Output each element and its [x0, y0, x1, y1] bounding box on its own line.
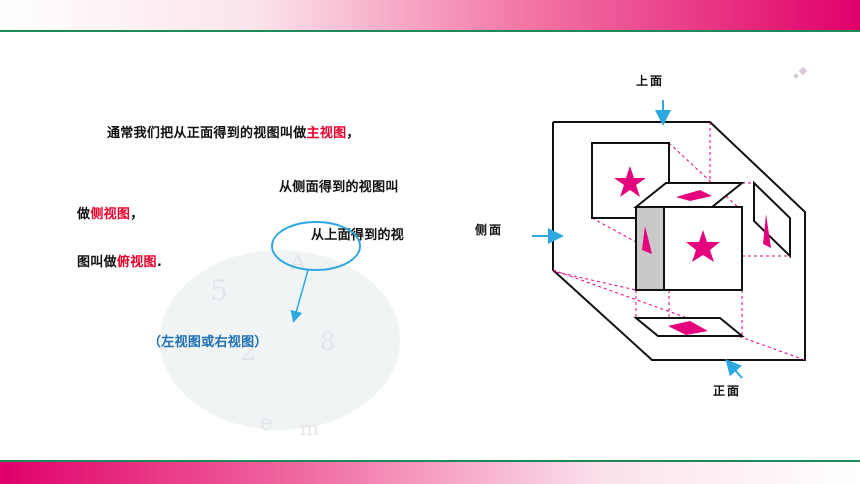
text-line-4: 从上面得到的视 — [311, 228, 405, 243]
text-line-5-post: . — [156, 255, 163, 270]
label-top-face: 上面 — [636, 74, 665, 88]
side-projection-star — [614, 166, 646, 197]
text-line-1: 通常我们把从正面得到的视图叫做主视图， — [107, 122, 360, 141]
sparkle-decoration — [793, 66, 808, 79]
label-front-face: 正面 — [713, 384, 742, 398]
note-left-right-view: （左视图或右视图） — [148, 335, 268, 350]
arrow-from-front — [725, 358, 743, 379]
text-line-3-post: ， — [130, 207, 144, 222]
cube-top-mark — [676, 190, 712, 201]
cube-front-star — [686, 230, 720, 262]
right-projection-mark — [763, 214, 771, 248]
term-top-view: 俯视图 — [116, 255, 157, 270]
text-line-1-pre: 通常我们把从正面得到的视图叫做 — [107, 126, 307, 141]
cube-left-mark — [642, 226, 652, 254]
bottom-projection-mark — [668, 321, 708, 335]
label-side-face: 侧面 — [475, 223, 504, 237]
cube — [633, 182, 745, 291]
text-line-5-pre: 图叫做 — [77, 255, 117, 270]
text-line-1-post: ， — [346, 126, 360, 141]
term-main-view: 主视图 — [306, 126, 347, 141]
callout-ellipse — [271, 221, 361, 271]
text-line-5: 图叫做俯视图. — [77, 251, 162, 270]
text-line-3-pre: 做 — [77, 207, 91, 222]
header-bar — [0, 0, 860, 30]
text-line-2: 从侧面得到的视图叫 — [279, 180, 399, 195]
right-projection — [753, 180, 791, 259]
footer-divider — [0, 460, 860, 462]
header-divider — [0, 30, 860, 32]
text-line-3: 做侧视图， — [77, 203, 144, 222]
callout-pointer — [290, 269, 309, 323]
footer-bar — [0, 462, 860, 484]
term-side-view: 侧视图 — [90, 207, 131, 222]
